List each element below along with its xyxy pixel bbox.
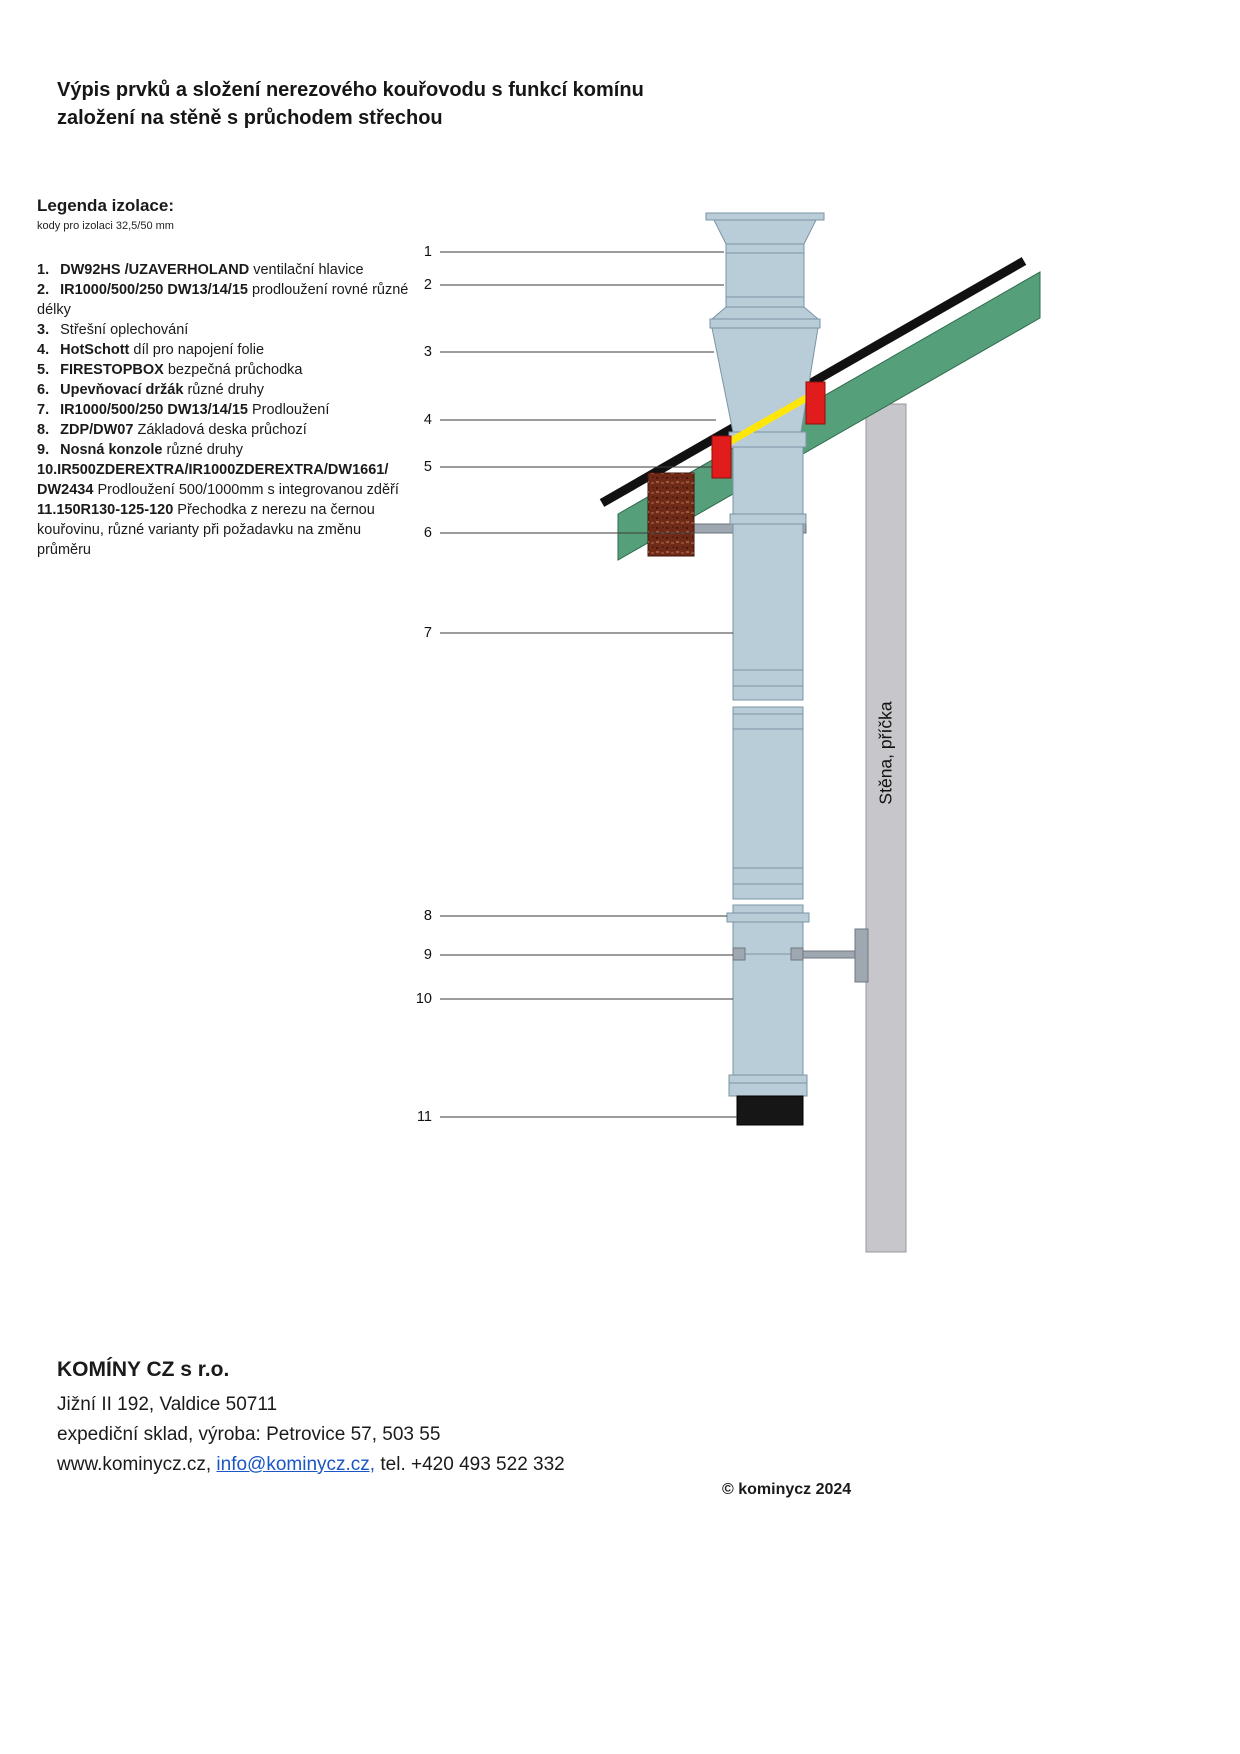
item-description: Základová deska průchozí <box>137 422 307 438</box>
item-code: DW92HS /UZAVERHOLAND <box>60 262 250 278</box>
legend-subheading: kody pro izolaci 32,5/50 mm <box>37 220 174 232</box>
bracket-clamp-right <box>790 947 804 961</box>
wall-label: Stěna, příčka <box>875 701 896 805</box>
legend-item-9: 9. Nosná konzole různé druhy <box>37 440 419 460</box>
item-description: Prodloužení 500/1000mm s integrovanou zd… <box>97 482 399 498</box>
item-code: ZDP/DW07 <box>60 422 134 438</box>
title-line-1: Výpis prvků a složení nerezového kouřovo… <box>57 79 644 101</box>
item-number: 2. <box>37 282 50 298</box>
item-code: IR500ZDEREXTRA/IR1000ZDEREXTRA/DW1661/ <box>57 462 389 478</box>
phone-text: tel. +420 493 522 332 <box>380 1454 565 1475</box>
flue-pipe <box>705 212 825 1097</box>
item-description: různé druhy <box>166 442 244 458</box>
item-code-2: DW2434 <box>37 482 94 498</box>
firestopbox-body <box>647 472 695 557</box>
item-description: bezpečná průchodka <box>167 362 303 378</box>
bracket-arm <box>802 950 867 959</box>
legend-item-2: 2. IR1000/500/250 DW13/14/15 prodloužení… <box>37 280 419 320</box>
legend-item-7: 7. IR1000/500/250 DW13/14/15 Prodloužení <box>37 400 419 420</box>
black-flue-adapter <box>736 1095 804 1126</box>
warehouse-address: expediční sklad, výroba: Petrovice 57, 5… <box>57 1424 441 1445</box>
pipe-segment-lower <box>726 904 810 1076</box>
legend-item-3: 3. Střešní oplechování <box>37 320 419 340</box>
item-number: 3. <box>37 322 50 338</box>
hotschott-seal <box>710 381 826 479</box>
base-plate <box>726 912 810 923</box>
legend: Legenda izolace: kody pro izolaci 32,5/5… <box>37 196 419 560</box>
item-description: díl pro napojení folie <box>133 342 265 358</box>
seal-strip-yellow <box>710 385 824 456</box>
wall <box>865 403 907 1253</box>
company-name: KOMÍNY CZ s r.o. <box>57 1358 230 1381</box>
callout-number-10: 10 <box>415 991 432 1007</box>
item-number: 7. <box>37 402 50 418</box>
item-description: Prodloužení <box>251 402 330 418</box>
item-code: HotSchott <box>60 342 130 358</box>
item-number: 6. <box>37 382 50 398</box>
bracket-wall-plate <box>854 928 869 983</box>
legend-item-1: 1. DW92HS /UZAVERHOLAND ventilační hlavi… <box>37 260 419 280</box>
callout-number-7: 7 <box>423 625 432 641</box>
website-text: www.kominycz.cz, <box>57 1454 212 1475</box>
legend-item-4: 4. HotSchott díl pro napojení folie <box>37 340 419 360</box>
item-number: 9. <box>37 442 50 458</box>
vent-head-base-band <box>709 318 821 329</box>
roof-surface <box>617 271 1041 561</box>
item-number: 1. <box>37 262 50 278</box>
vent-head-skirt <box>713 219 817 245</box>
item-number: 11. <box>37 502 57 518</box>
integrated-socket <box>728 1074 808 1097</box>
item-number: 10. <box>37 462 58 478</box>
footer: KOMÍNY CZ s r.o. Jižní II 192, Valdice 5… <box>57 1358 757 1480</box>
item-code: 150R130-125-120 <box>56 502 174 518</box>
item-description: různé druhy <box>187 382 265 398</box>
callout-lines <box>440 251 737 1118</box>
item-number: 4. <box>37 342 50 358</box>
item-code: Nosná konzole <box>60 442 163 458</box>
seal-collar-right <box>805 381 826 425</box>
copyright: © kominycz 2024 <box>722 1481 852 1498</box>
pipe-segment-middle <box>732 706 804 900</box>
item-description: Střešní oplechování <box>60 322 189 338</box>
item-number: 8. <box>37 422 50 438</box>
callout-number-11: 11 <box>416 1109 432 1125</box>
item-description: Přechodka z nerezu na černou kouřovinu, … <box>37 502 375 558</box>
contact-line: www.kominycz.cz, info@kominycz.cz, tel. … <box>57 1450 757 1480</box>
wall-support-bracket <box>732 928 869 983</box>
title-line-2: založení na stěně s průchodem střechou <box>57 107 443 129</box>
bracket-clamp-left <box>732 947 746 961</box>
item-description: ventilační hlavice <box>253 262 364 278</box>
vent-head-flare <box>710 306 820 320</box>
mounting-bracket <box>693 523 807 534</box>
item-code: Upevňovací držák <box>60 382 184 398</box>
item-code: IR1000/500/250 DW13/14/15 <box>60 402 248 418</box>
legend-list: 1. DW92HS /UZAVERHOLAND ventilační hlavi… <box>37 260 419 560</box>
legend-item-11: 11.150R130-125-120 Přechodka z nerezu na… <box>37 500 419 560</box>
legend-heading: Legenda izolace: <box>37 196 174 215</box>
legend-item-10: 10.IR500ZDEREXTRA/IR1000ZDEREXTRA/DW1661… <box>37 460 419 500</box>
item-code: FIRESTOPBOX <box>60 362 164 378</box>
company-address: Jižní II 192, Valdice 50711 <box>57 1394 278 1415</box>
seal-collar-left <box>711 435 732 479</box>
item-number: 5. <box>37 362 50 378</box>
page-title: Výpis prvků a složení nerezového kouřovo… <box>57 76 777 132</box>
item-code: IR1000/500/250 DW13/14/15 <box>60 282 248 298</box>
item-description: prodloužení rovné různé délky <box>37 282 409 318</box>
vent-head-cap <box>705 212 825 221</box>
firestopbox-texture <box>648 473 694 556</box>
legend-item-6: 6. Upevňovací držák různé druhy <box>37 380 419 400</box>
email-link[interactable]: info@kominycz.cz, <box>216 1454 376 1475</box>
legend-item-8: 8. ZDP/DW07 Základová deska průchozí <box>37 420 419 440</box>
roof-edge <box>599 257 1027 507</box>
callout-number-8: 8 <box>423 908 432 924</box>
vent-head-body <box>725 243 805 308</box>
callout-number-9: 9 <box>423 947 432 963</box>
vent-head <box>705 212 825 329</box>
roof <box>599 257 1041 561</box>
roof-flashing-cone <box>711 327 819 433</box>
firestopbox <box>647 472 695 557</box>
pipe-segment-upper <box>728 431 807 701</box>
legend-item-5: 5. FIRESTOPBOX bezpečná průchodka <box>37 360 419 380</box>
